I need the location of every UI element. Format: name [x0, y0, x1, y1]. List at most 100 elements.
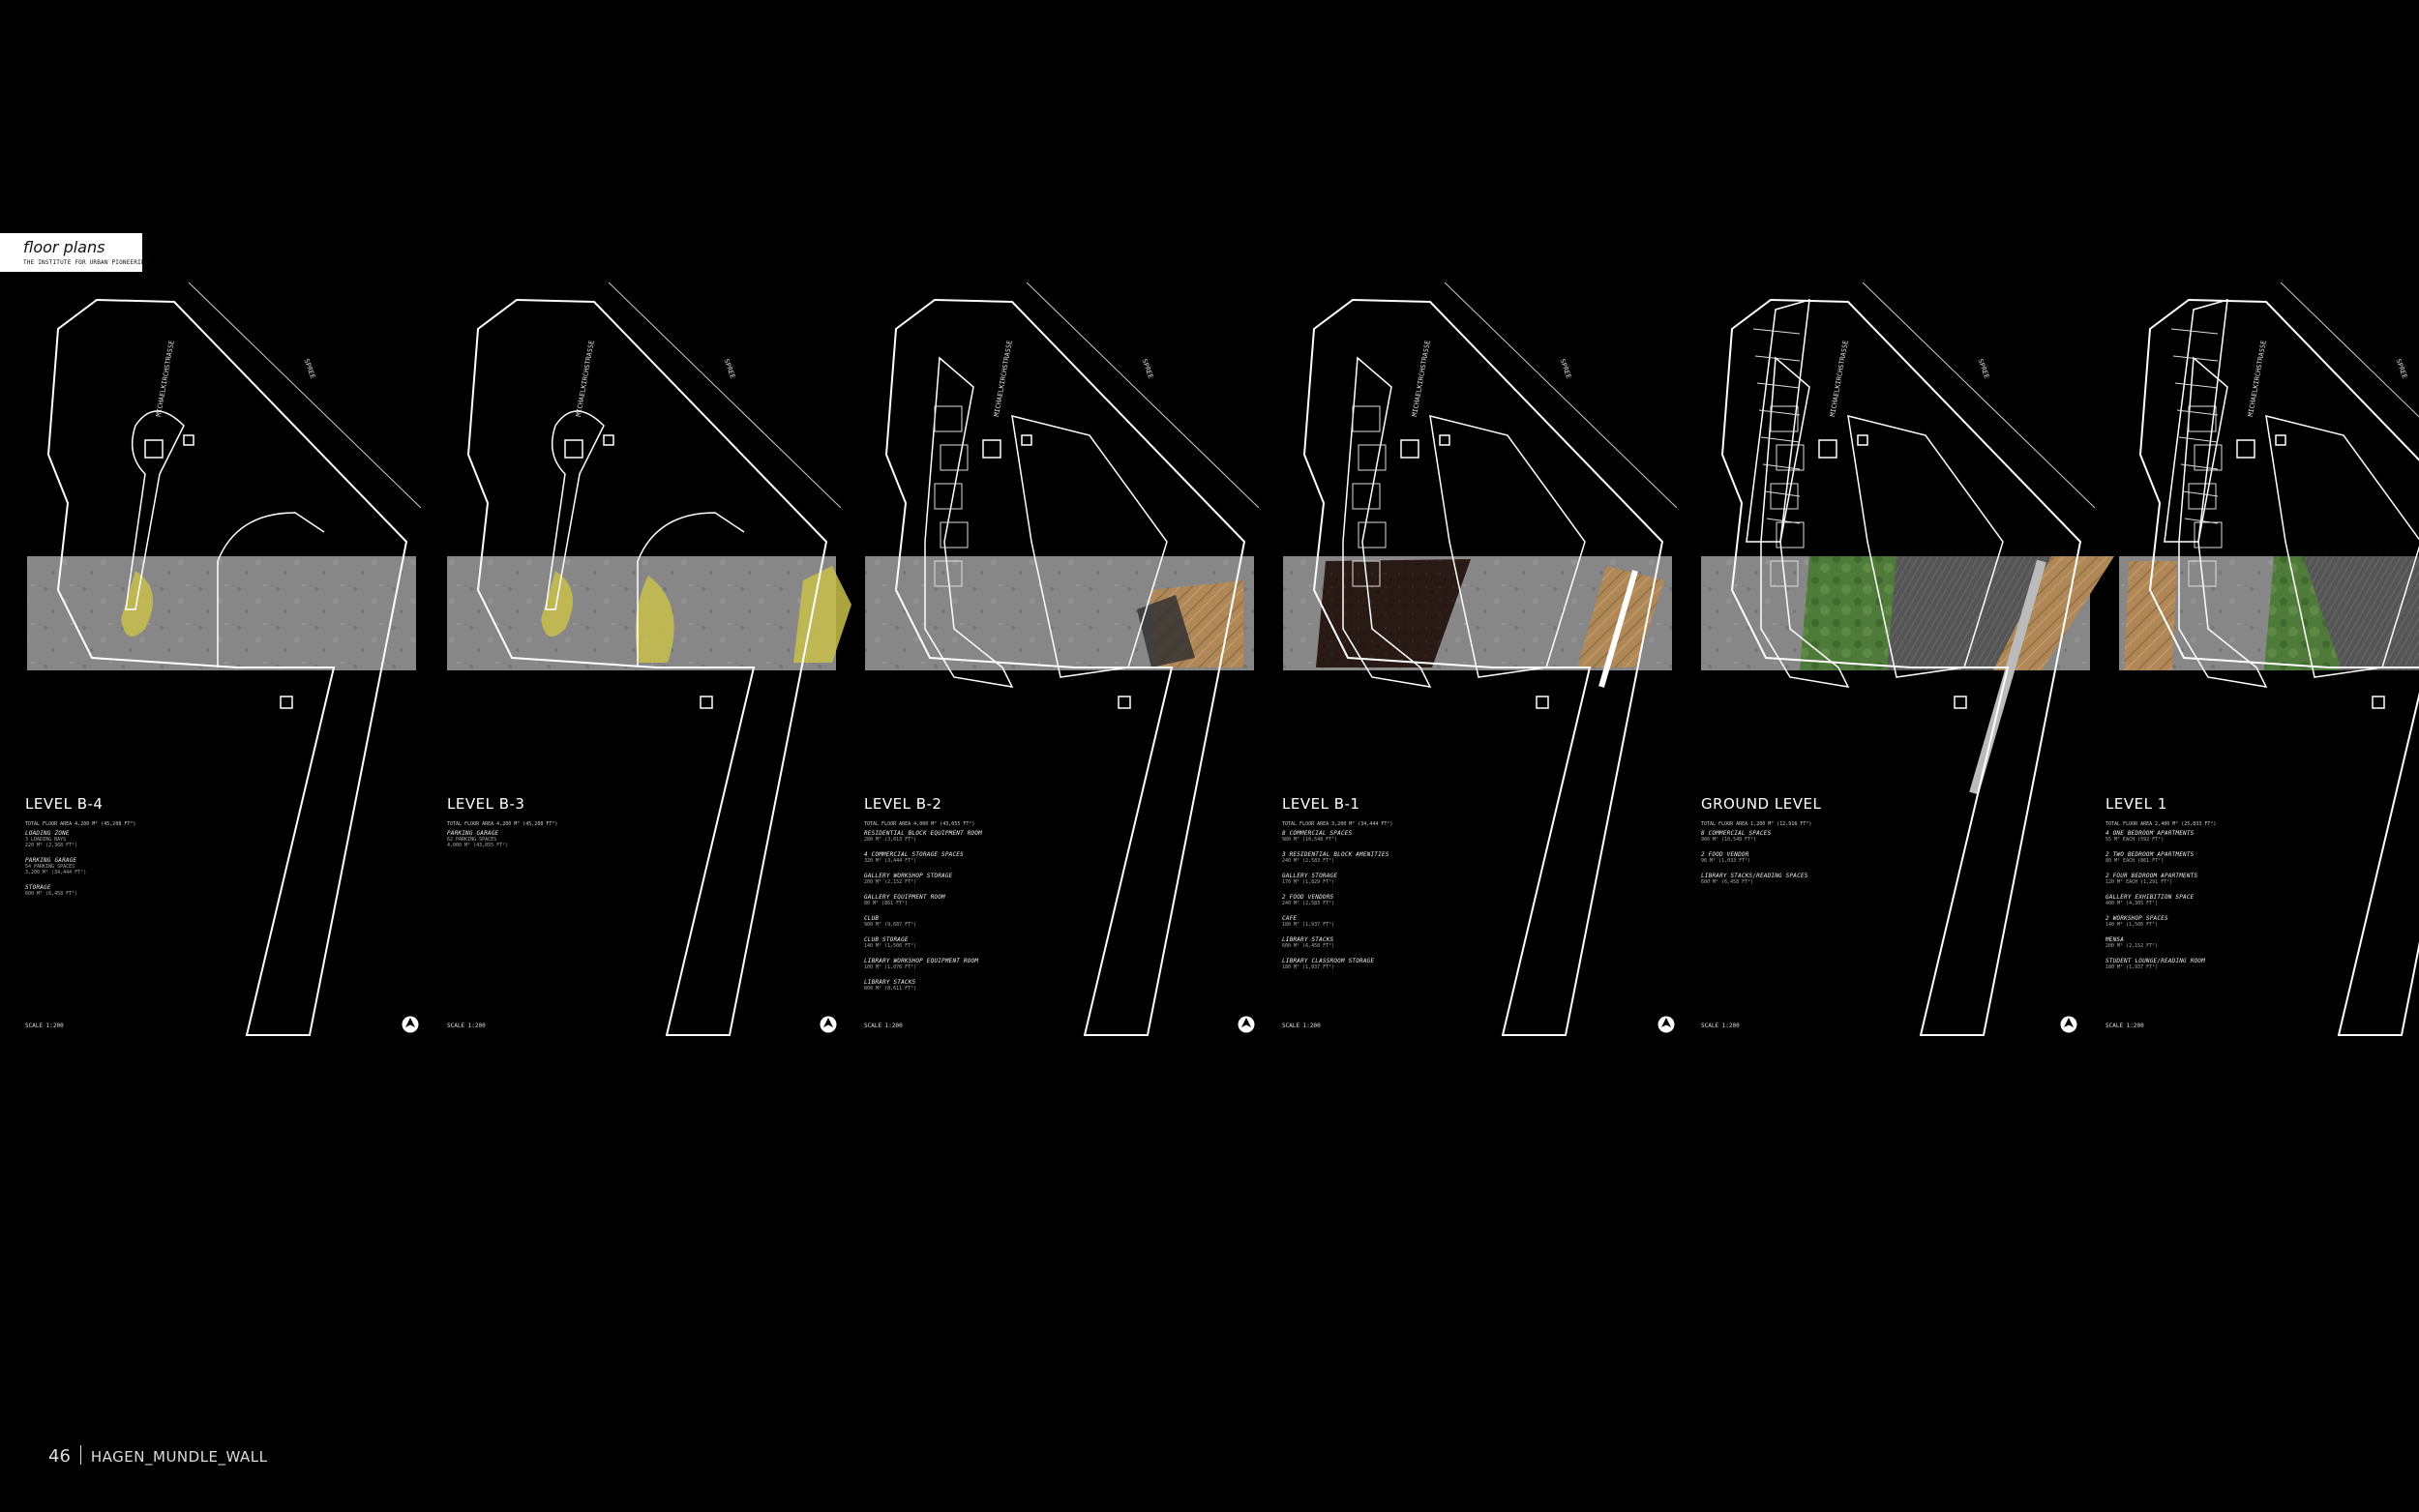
room [940, 444, 969, 471]
floor-plan-5 [2119, 282, 2419, 1036]
level-area: TOTAL FLOOR AREA 3,200 M² (34,444 FT²) [1282, 821, 1393, 827]
level-panel-1: LEVEL 1 TOTAL FLOOR AREA 2,400 M² (25,83… [2105, 0, 2419, 1064]
room [1358, 444, 1387, 471]
ramp-outline [545, 410, 605, 610]
level-title: LEVEL 1 [2105, 795, 2167, 813]
level-area: TOTAL FLOOR AREA 2,400 M² (25,833 FT²) [2105, 821, 2217, 827]
site-outline [884, 298, 1246, 1036]
level-title: GROUND LEVEL [1701, 795, 1822, 813]
river-edge-line [1862, 282, 2096, 509]
room [1776, 444, 1805, 471]
level-area: TOTAL FLOOR AREA 4,200 M² (45,208 FT²) [447, 821, 558, 827]
ramp-outline [637, 512, 745, 667]
shaft [603, 434, 614, 446]
room [1352, 405, 1381, 432]
river-edge-line [608, 282, 842, 509]
north-arrow-icon [1657, 1016, 1675, 1033]
room [934, 560, 963, 587]
building-block [1342, 356, 1432, 688]
shaft [564, 439, 583, 459]
room [1358, 521, 1387, 548]
divider [79, 1445, 81, 1465]
room-divider [1756, 382, 1801, 389]
shaft [982, 439, 1001, 459]
shaft [700, 696, 713, 709]
level-area: TOTAL FLOOR AREA 4,200 M² (45,208 FT²) [25, 821, 136, 827]
page-number: 46 [48, 1446, 71, 1467]
shaft [280, 696, 293, 709]
building-block [2178, 356, 2268, 688]
level-title: LEVEL B-1 [1282, 795, 1360, 813]
wood-deck [1993, 556, 2114, 670]
floor-plan-0 [27, 282, 422, 1036]
floor-plan-4 [1701, 282, 2114, 1036]
river-edge-line [2280, 282, 2419, 418]
site-outline [2138, 298, 2419, 1036]
level-area: TOTAL FLOOR AREA 4,000 M² (43,055 FT²) [864, 821, 975, 827]
shaft [2275, 434, 2286, 446]
building-block [1760, 356, 1850, 688]
shaft [1400, 439, 1419, 459]
room [934, 483, 963, 510]
ramp-outline [217, 512, 325, 667]
building-block [1011, 414, 1168, 678]
north-arrow-icon [820, 1016, 837, 1033]
room [2188, 405, 2217, 432]
shaft [1818, 439, 1837, 459]
shaft [1118, 696, 1131, 709]
room-divider [2174, 382, 2219, 389]
level-title: LEVEL B-2 [864, 795, 942, 813]
river-edge-line [188, 282, 422, 509]
building-block [924, 356, 1014, 688]
shaft [1021, 434, 1032, 446]
scale-label: SCALE 1:200 [2105, 1023, 2144, 1029]
room [2194, 444, 2223, 471]
site-outline [466, 298, 828, 1036]
parking-marking [635, 576, 674, 663]
room-divider [1754, 355, 1801, 362]
level-panel-b4: LEVEL B-4 TOTAL FLOOR AREA 4,200 M² (45,… [25, 0, 432, 1064]
site-outline [46, 298, 408, 1036]
north-arrow-icon [1238, 1016, 1255, 1033]
room-divider [1766, 518, 1801, 524]
river-edge-line [1026, 282, 1260, 509]
building-block [1847, 414, 2004, 678]
room-divider [1762, 463, 1801, 470]
floor-plan-1 [447, 282, 851, 1036]
level-panel-ground: GROUND LEVEL TOTAL FLOOR AREA 1,200 M² (… [1701, 0, 2107, 1064]
building-block [2265, 414, 2419, 678]
room-divider [2176, 409, 2219, 416]
ramp-outline [125, 410, 185, 610]
shaft [2236, 439, 2255, 459]
room [1352, 560, 1381, 587]
building-block [1429, 414, 1586, 678]
site-outline [1302, 298, 1664, 1036]
room-divider [2172, 355, 2219, 362]
room-divider [2182, 490, 2219, 497]
